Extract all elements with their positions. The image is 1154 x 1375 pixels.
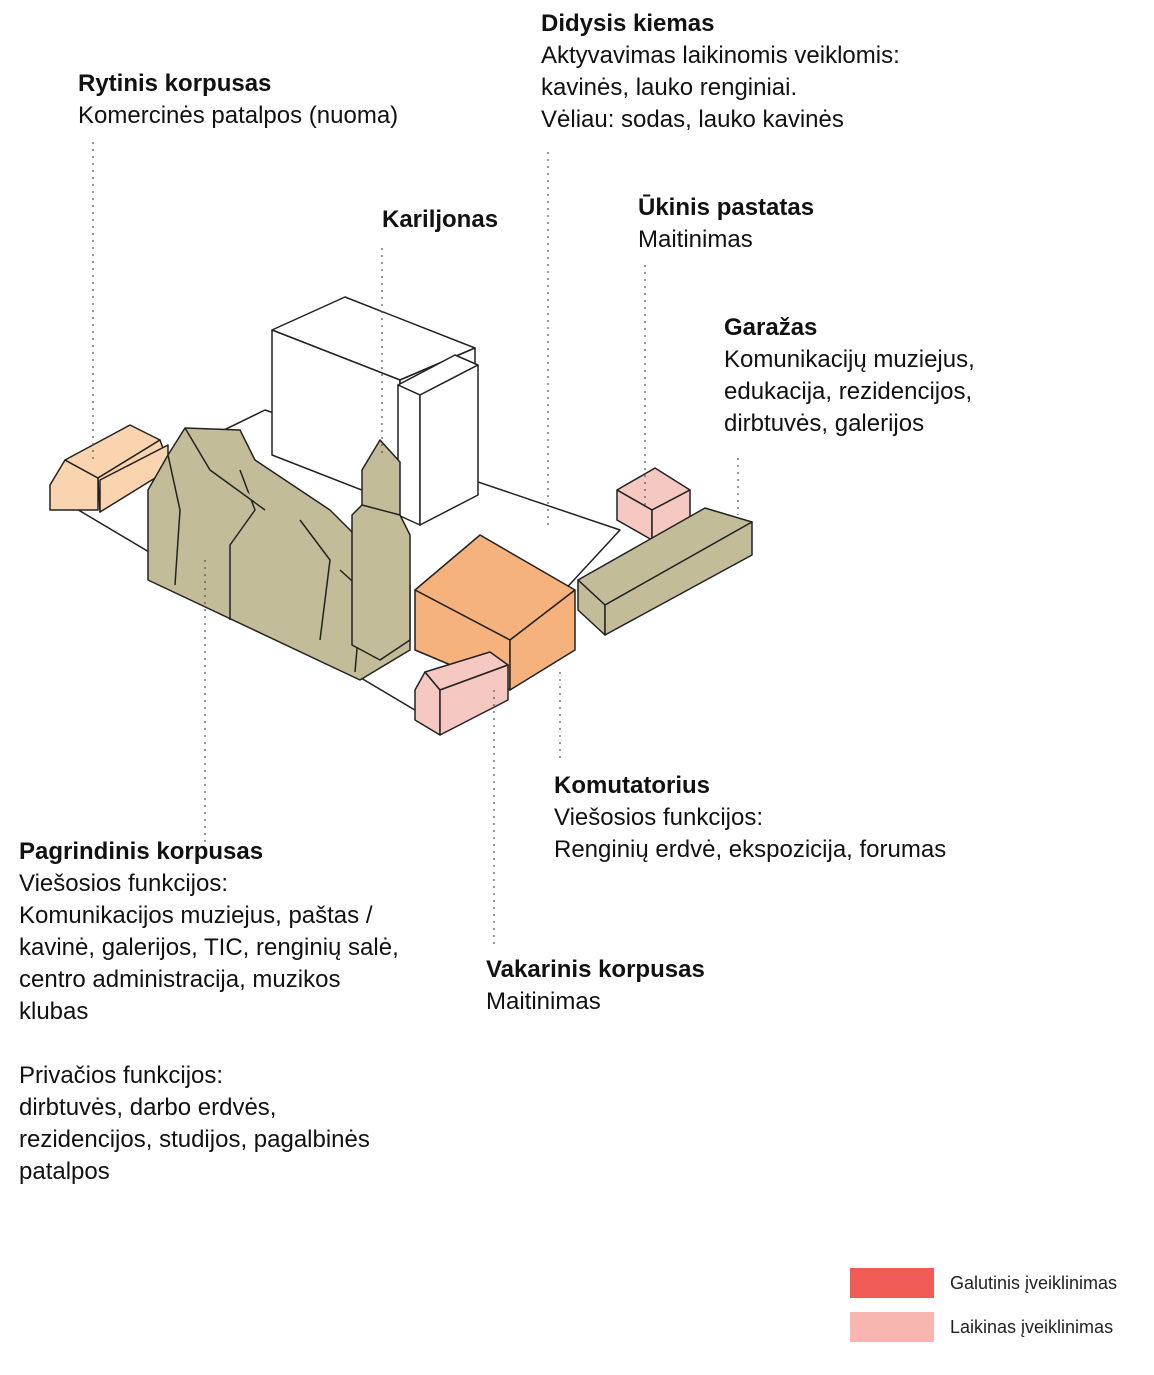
label-vakarinis: Vakarinis korpusas Maitinimas bbox=[486, 954, 705, 1018]
label-garazas-line: dirbtuvės, galerijos bbox=[724, 410, 925, 437]
building-vakarinis bbox=[414, 651, 509, 736]
label-pagrindinis-line: Privačios funkcijos: bbox=[19, 1062, 224, 1089]
label-rytinis: Rytinis korpusas Komercinės patalpos (nu… bbox=[78, 68, 398, 132]
legend-label-final: Galutinis įveiklinimas bbox=[950, 1272, 1118, 1293]
legend-swatch-temporary bbox=[850, 1312, 934, 1342]
label-garazas-title: Garažas bbox=[724, 314, 818, 341]
label-didysis-line: kavinės, lauko renginiai. bbox=[541, 74, 798, 101]
label-pagrindinis-line: centro administracija, muzikos bbox=[19, 966, 341, 993]
legend-swatch-final bbox=[850, 1268, 934, 1298]
label-pagrindinis-line: patalpos bbox=[19, 1158, 110, 1185]
label-komutatorius-title: Komutatorius bbox=[554, 772, 710, 799]
label-pagrindinis-line: Komunikacijos muziejus, paštas / bbox=[19, 902, 373, 929]
building-garazas bbox=[577, 507, 753, 636]
label-rytinis-title: Rytinis korpusas bbox=[78, 70, 272, 97]
label-ukinis-title: Ūkinis pastatas bbox=[638, 194, 815, 221]
label-ukinis-line: Maitinimas bbox=[638, 226, 753, 253]
legend-label-temporary: Laikinas įveiklinimas bbox=[950, 1316, 1114, 1337]
building-white-tower bbox=[397, 354, 479, 526]
building-kariljonas bbox=[351, 439, 411, 661]
label-kariljonas-title: Kariljonas bbox=[382, 206, 499, 233]
label-rytinis-line: Komercinės patalpos (nuoma) bbox=[78, 102, 399, 129]
label-garazas: Garažas Komunikacijų muziejus, edukacija… bbox=[724, 312, 975, 440]
label-pagrindinis-line: rezidencijos, studijos, pagalbinės bbox=[19, 1126, 370, 1153]
label-pagrindinis-spacer bbox=[19, 1028, 399, 1060]
label-komutatorius: Komutatorius Viešosios funkcijos: Rengin… bbox=[554, 770, 946, 866]
label-garazas-line: edukacija, rezidencijos, bbox=[724, 378, 973, 405]
label-pagrindinis-title: Pagrindinis korpusas bbox=[19, 838, 264, 865]
label-ukinis: Ūkinis pastatas Maitinimas bbox=[638, 192, 814, 256]
label-komutatorius-line: Renginių erdvė, ekspozicija, forumas bbox=[554, 836, 947, 863]
building-pagrindinis bbox=[147, 427, 411, 681]
label-pagrindinis-line: klubas bbox=[19, 998, 89, 1025]
label-pagrindinis: Pagrindinis korpusas Viešosios funkcijos… bbox=[19, 836, 399, 1188]
label-vakarinis-title: Vakarinis korpusas bbox=[486, 956, 705, 983]
legend-item-final: Galutinis įveiklinimas bbox=[850, 1268, 1117, 1298]
label-didysis-line: Vėliau: sodas, lauko kavinės bbox=[541, 106, 844, 133]
label-pagrindinis-line: dirbtuvės, darbo erdvės, bbox=[19, 1094, 277, 1121]
label-kariljonas: Kariljonas bbox=[382, 204, 498, 236]
label-komutatorius-line: Viešosios funkcijos: bbox=[554, 804, 763, 831]
building-ukinis bbox=[616, 467, 691, 541]
label-vakarinis-line: Maitinimas bbox=[486, 988, 601, 1015]
label-pagrindinis-line: Viešosios funkcijos: bbox=[19, 870, 228, 897]
legend-item-temporary: Laikinas įveiklinimas bbox=[850, 1312, 1113, 1342]
label-didysis-line: Aktyvavimas laikinomis veiklomis: bbox=[541, 42, 900, 69]
label-garazas-line: Komunikacijų muziejus, bbox=[724, 346, 975, 373]
label-pagrindinis-line: kavinė, galerijos, TIC, renginių salė, bbox=[19, 934, 399, 961]
label-didysis: Didysis kiemas Aktyvavimas laikinomis ve… bbox=[541, 8, 900, 136]
label-didysis-title: Didysis kiemas bbox=[541, 10, 715, 37]
